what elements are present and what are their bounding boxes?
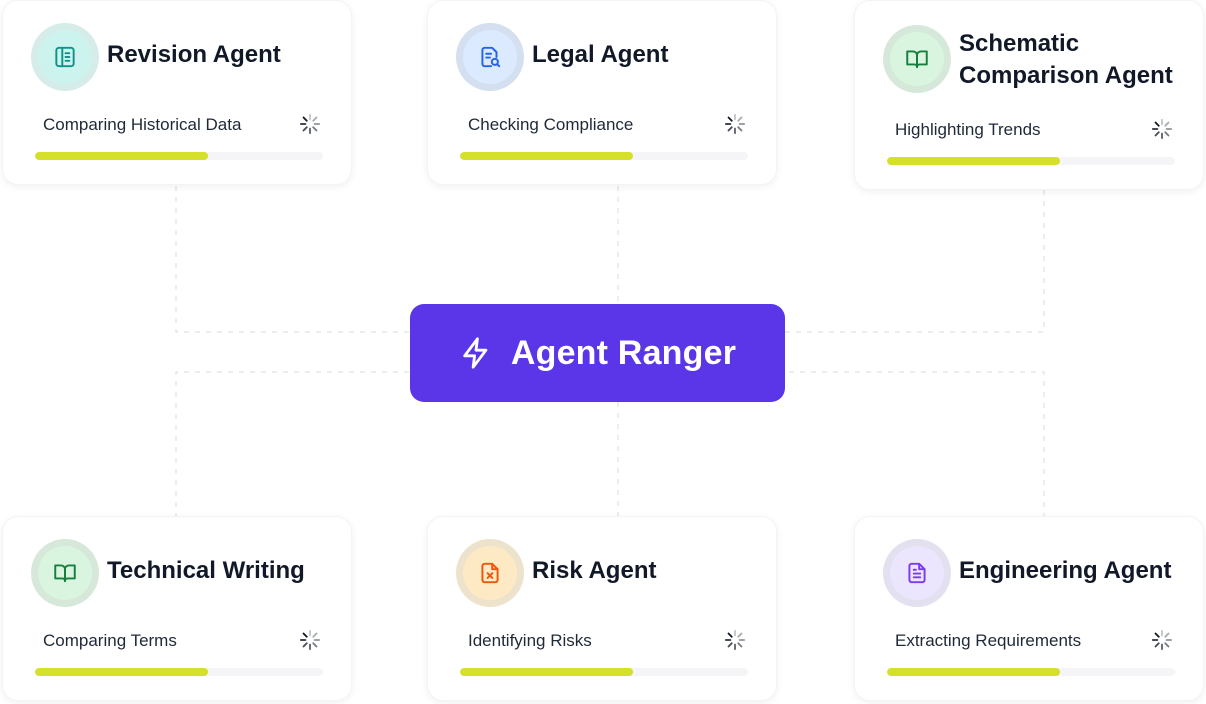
progress-fill xyxy=(35,152,208,160)
progress-fill xyxy=(887,157,1060,165)
progress-bar xyxy=(35,668,323,676)
agent-icon-ring xyxy=(883,539,951,607)
progress-bar xyxy=(460,668,748,676)
spinner-ray xyxy=(727,126,733,132)
spinner-ray xyxy=(727,116,733,122)
agent-icon-ring xyxy=(456,23,524,91)
connector-engineering xyxy=(785,371,1045,518)
spinner-ray xyxy=(727,632,733,638)
spinner-ray xyxy=(727,642,733,648)
hub-label: Agent Ranger xyxy=(510,333,737,372)
agent-icon-ring xyxy=(31,539,99,607)
spinner-ray xyxy=(737,126,743,132)
open-book-icon xyxy=(38,546,92,600)
agent-title: Revision Agent xyxy=(107,41,281,68)
spinner-ray xyxy=(312,632,318,638)
agent-title: Legal Agent xyxy=(532,41,669,68)
loading-spinner-icon xyxy=(1151,118,1173,140)
agent-card-legal[interactable]: Legal Agent Checking Compliance xyxy=(427,0,777,185)
agent-status: Extracting Requirements xyxy=(895,631,1082,650)
file-x-icon xyxy=(463,546,517,600)
agent-icon-ring xyxy=(31,23,99,91)
loading-spinner-icon xyxy=(299,629,321,651)
agent-title: Technical Writing xyxy=(107,557,305,584)
loading-spinner-icon xyxy=(299,113,321,135)
agent-card-engineering[interactable]: Engineering Agent Extracting Requirement… xyxy=(854,516,1204,701)
agent-icon-ring xyxy=(456,539,524,607)
spinner-ray xyxy=(302,642,308,648)
spinner-ray xyxy=(1154,642,1160,648)
spinner-ray xyxy=(312,126,318,132)
progress-bar xyxy=(35,152,323,160)
progress-fill xyxy=(460,152,633,160)
agent-status: Comparing Terms xyxy=(43,631,177,650)
spinner-ray xyxy=(1154,632,1160,638)
agent-icon-ring xyxy=(883,25,951,93)
progress-bar xyxy=(887,668,1175,676)
agent-status: Checking Compliance xyxy=(468,115,634,134)
spinner-ray xyxy=(1154,121,1160,127)
connector-revision xyxy=(175,186,410,333)
agent-title: Engineering Agent xyxy=(959,557,1172,584)
progress-fill xyxy=(460,668,633,676)
spinner-ray xyxy=(302,632,308,638)
spinner-ray xyxy=(737,642,743,648)
agent-title: Risk Agent xyxy=(532,557,657,584)
spinner-ray xyxy=(312,116,318,122)
agent-status: Comparing Historical Data xyxy=(43,115,242,134)
document-search-icon xyxy=(463,30,517,84)
connector-technical xyxy=(175,371,410,518)
loading-spinner-icon xyxy=(1151,629,1173,651)
spinner-ray xyxy=(312,642,318,648)
lightning-icon xyxy=(463,337,488,369)
spinner-ray xyxy=(302,126,308,132)
loading-spinner-icon xyxy=(724,629,746,651)
spinner-ray xyxy=(737,632,743,638)
agent-card-risk[interactable]: Risk Agent Identifying Risks xyxy=(427,516,777,701)
agent-title: Schematic Comparison Agent xyxy=(959,30,1173,89)
file-text-icon xyxy=(890,546,944,600)
book-icon xyxy=(38,30,92,84)
agent-status: Identifying Risks xyxy=(468,631,592,650)
agent-ranger-hub-button[interactable]: Agent Ranger xyxy=(410,304,785,402)
loading-spinner-icon xyxy=(724,113,746,135)
agent-card-revision[interactable]: Revision Agent Comparing Historical Data xyxy=(2,0,352,185)
spinner-ray xyxy=(1164,632,1170,638)
progress-bar xyxy=(887,157,1175,165)
progress-fill xyxy=(35,668,208,676)
spinner-ray xyxy=(1164,121,1170,127)
connector-schematic xyxy=(785,190,1045,333)
agent-card-technical-writing[interactable]: Technical Writing Comparing Terms xyxy=(2,516,352,701)
progress-fill xyxy=(887,668,1060,676)
spinner-ray xyxy=(1154,131,1160,137)
spinner-ray xyxy=(302,116,308,122)
agent-card-schematic[interactable]: Schematic Comparison Agent Highlighting … xyxy=(854,0,1204,190)
spinner-ray xyxy=(737,116,743,122)
spinner-ray xyxy=(1164,131,1170,137)
progress-bar xyxy=(460,152,748,160)
spinner-ray xyxy=(1164,642,1170,648)
open-book-icon xyxy=(890,32,944,86)
agent-status: Highlighting Trends xyxy=(895,120,1041,139)
